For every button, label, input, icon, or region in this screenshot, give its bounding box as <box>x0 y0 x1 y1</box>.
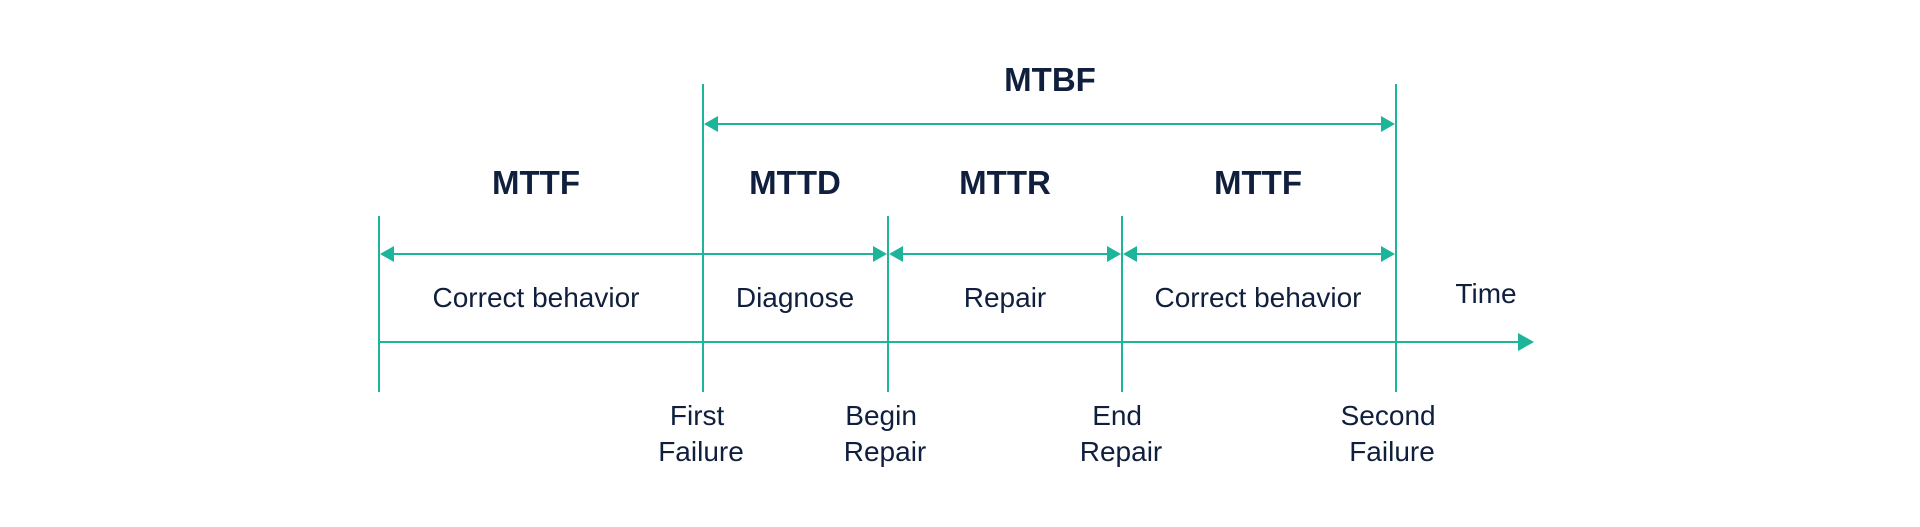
interval-arrow-mttr <box>889 246 1121 262</box>
interval-label-correct-behavior-2: Correct behavior <box>1155 282 1362 313</box>
time-axis-label: Time <box>1455 278 1516 309</box>
time-axis <box>379 333 1534 351</box>
interval-label-repair: Repair <box>964 282 1046 313</box>
event-first-failure-line2: Failure <box>658 436 744 467</box>
event-label-begin-repair: Begin Repair <box>844 400 926 467</box>
interval-title-mttf-1: MTTF <box>492 164 580 201</box>
event-label-second-failure: Second Failure <box>1341 400 1444 467</box>
event-begin-repair-line2: Repair <box>844 436 926 467</box>
event-end-repair-line1: End <box>1092 400 1142 431</box>
time-axis-arrowhead <box>1518 333 1534 351</box>
event-first-failure-line1: First <box>670 400 725 431</box>
event-second-failure-line1: Second <box>1341 400 1436 431</box>
event-label-first-failure: First Failure <box>658 400 744 467</box>
event-label-end-repair: End Repair <box>1080 400 1162 467</box>
event-begin-repair-line1: Begin <box>845 400 917 431</box>
arrowhead-left <box>704 116 718 132</box>
mtbf-title: MTBF <box>1004 61 1096 98</box>
interval-title-mttr: MTTR <box>959 164 1051 201</box>
interval-label-correct-behavior-1: Correct behavior <box>433 282 640 313</box>
boundary-lines <box>378 84 1397 392</box>
arrowhead-right <box>1381 116 1395 132</box>
interval-title-mttf-2: MTTF <box>1214 164 1302 201</box>
event-second-failure-line2: Failure <box>1349 436 1435 467</box>
interval-arrows <box>380 246 1395 262</box>
event-end-repair-line2: Repair <box>1080 436 1162 467</box>
interval-arrow-mttf-2 <box>1123 246 1395 262</box>
mtbf-span-arrow <box>704 116 1395 132</box>
interval-label-diagnose: Diagnose <box>736 282 854 313</box>
interval-arrow-mttf-1 <box>380 246 887 262</box>
interval-title-mttd: MTTD <box>749 164 841 201</box>
